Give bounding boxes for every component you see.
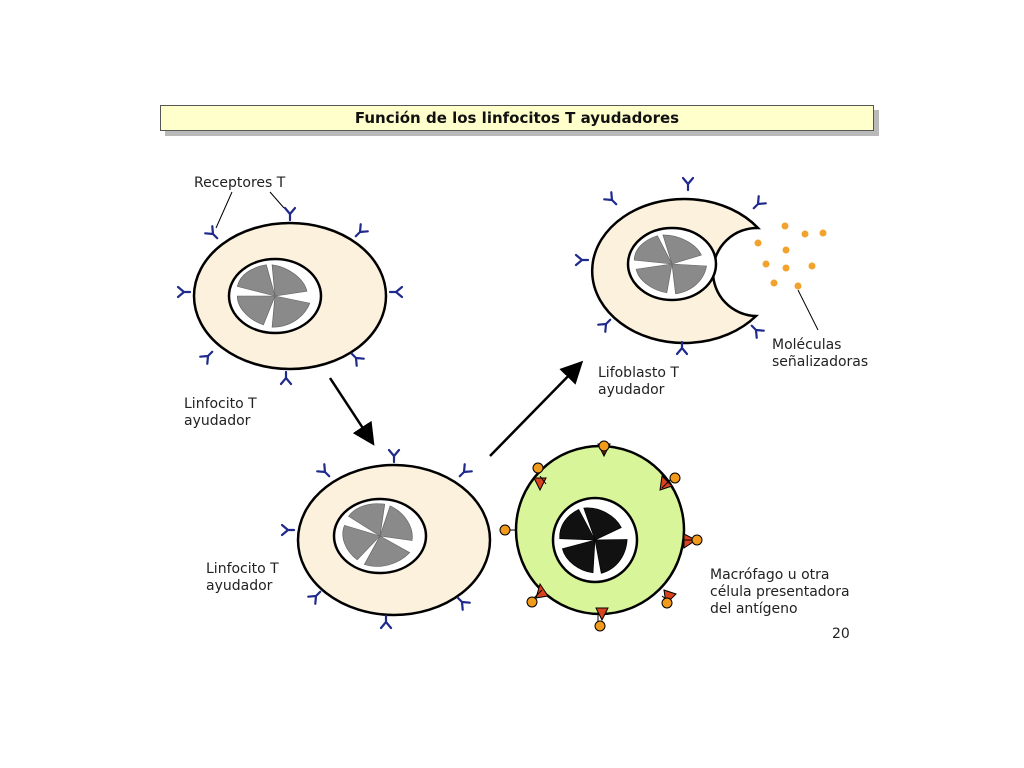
diagram-title: Función de los linfocitos T ayudadores bbox=[160, 105, 874, 131]
receptors-label: Receptores T bbox=[194, 175, 286, 191]
helper-t-lymphocyte-cell-bound bbox=[280, 448, 492, 630]
lymphocyte-label-2: Linfocito T ayudador bbox=[206, 561, 279, 594]
t-lymphoblast-cell bbox=[574, 176, 827, 356]
macrophage-cell bbox=[499, 440, 703, 632]
antigen-markers bbox=[499, 440, 703, 632]
arrow-icon bbox=[489, 360, 584, 457]
helper-t-lymphocyte-cell bbox=[176, 191, 404, 386]
lymphocyte-label-1: Linfocito T ayudador bbox=[184, 396, 257, 429]
signaling-molecules-label: Moléculas señalizadoras bbox=[772, 337, 869, 370]
page-number: 20 bbox=[832, 626, 850, 642]
lymphoblast-label: Lifoblasto T ayudador bbox=[598, 365, 679, 398]
arrow-icon bbox=[328, 377, 375, 446]
macrophage-label: Macrófago u otra célula presentadora del… bbox=[710, 567, 850, 617]
signaling-molecules bbox=[754, 222, 827, 290]
